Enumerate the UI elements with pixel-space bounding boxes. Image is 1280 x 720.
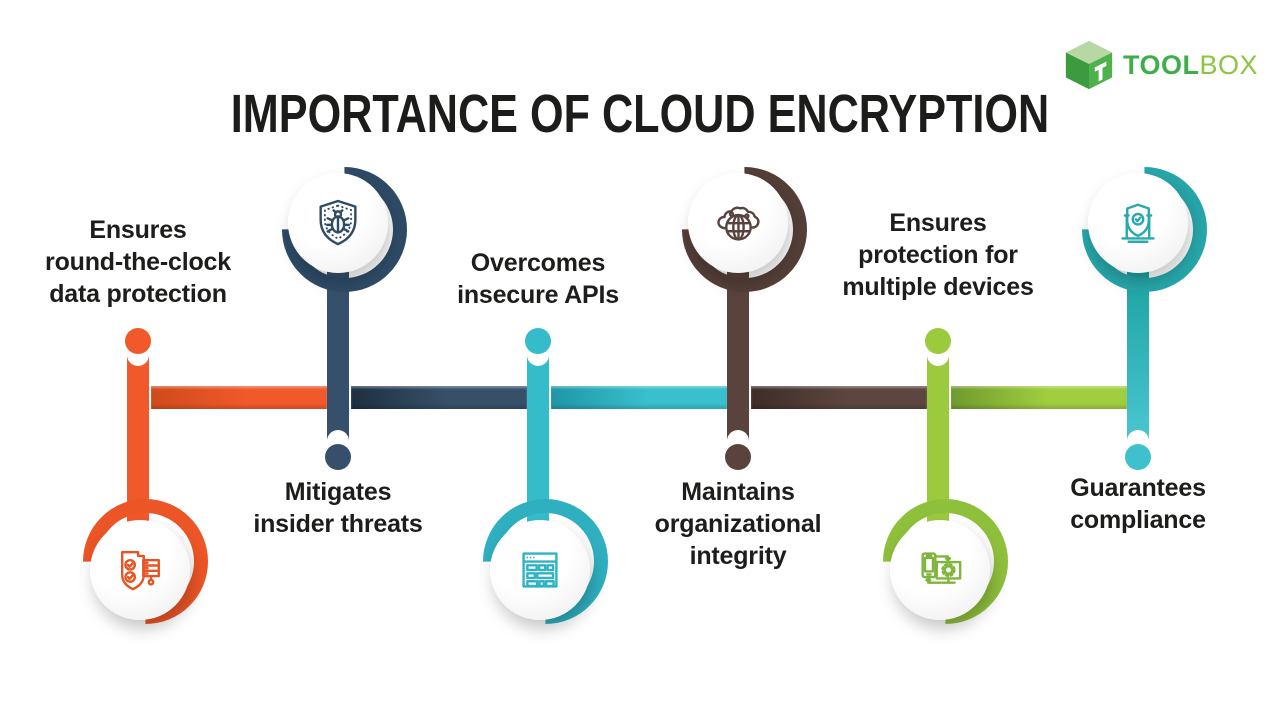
node-label: Overcomes insecure APIs [457, 249, 619, 309]
logo-tool: TOOL [1123, 49, 1200, 80]
node-stem [327, 268, 349, 441]
node-label: Mitigates insider threats [253, 478, 423, 538]
browser-window-icon [510, 540, 570, 600]
node-label: Ensures protection for multiple devices [842, 209, 1034, 301]
timeline-dot [1125, 444, 1151, 470]
timeline-segment-3 [551, 386, 727, 409]
timeline-segment-2 [351, 386, 527, 409]
timeline-segment-1 [151, 386, 327, 409]
icon-circle [490, 520, 590, 620]
timeline-dot [525, 328, 551, 354]
logo-box: BOX [1199, 49, 1259, 80]
icon-circle [890, 520, 990, 620]
node-label: Maintains organizational integrity [654, 478, 822, 570]
node-label: Ensures round-the-clock data protection [45, 216, 231, 308]
page-title: IMPORTANCE OF CLOUD ENCRYPTION [230, 84, 1050, 145]
bug-shield-icon [308, 193, 368, 253]
timeline-dot [925, 328, 951, 354]
node-stem [1127, 268, 1149, 441]
cloud-globe-icon [708, 193, 768, 253]
logo-wordmark: TOOLBOX [1123, 50, 1258, 81]
icon-circle [288, 173, 388, 273]
icon-circle [688, 173, 788, 273]
timeline-segment-5 [951, 386, 1127, 409]
toolbox-logo: TOOLBOX [1062, 38, 1258, 92]
timeline-dot [125, 328, 151, 354]
node-stem [927, 353, 949, 570]
toolbox-cube-icon [1065, 40, 1113, 90]
icon-circle [1088, 173, 1188, 273]
node-stem [727, 268, 749, 441]
shield-monitor-icon [1108, 193, 1168, 253]
device-sync-icon [910, 540, 970, 600]
shield-checklist-database-icon [110, 540, 170, 600]
icon-circle [90, 520, 190, 620]
node-stem [127, 353, 149, 570]
node-stem [527, 353, 549, 570]
timeline-dot [725, 444, 751, 470]
timeline-dot [325, 444, 351, 470]
timeline-segment-4 [751, 386, 927, 409]
node-label: Guarantees compliance [1070, 474, 1206, 534]
